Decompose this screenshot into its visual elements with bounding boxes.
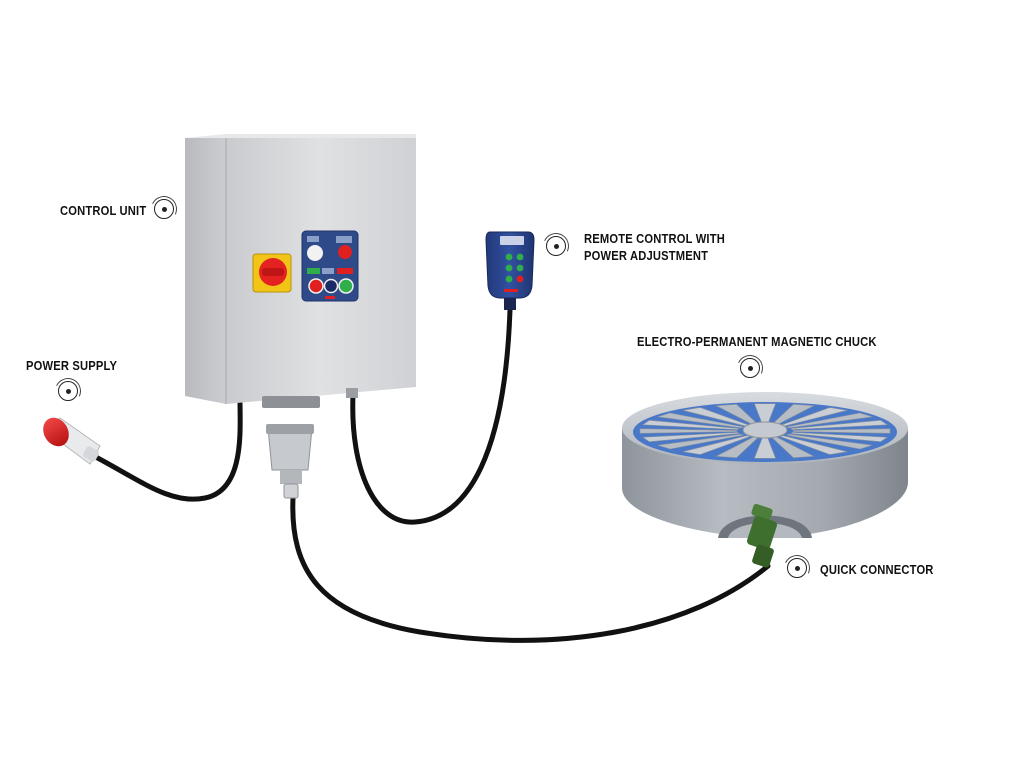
- chuck-pole-bar: [790, 419, 889, 430]
- chuck-pole-bar: [641, 419, 740, 430]
- magnetic-chuck-hotspot-icon[interactable]: [733, 351, 767, 385]
- chuck-pole-bar: [639, 428, 738, 434]
- remote-control-label-line2: POWER ADJUSTMENT: [584, 248, 709, 263]
- power-plug: [43, 417, 101, 465]
- remote-control-hotspot-icon[interactable]: [539, 229, 573, 263]
- chuck-pole-bar: [792, 428, 891, 434]
- remote-control-label: REMOTE CONTROL WITH POWER ADJUSTMENT: [584, 230, 725, 264]
- control-unit-hotspot-icon[interactable]: [147, 192, 181, 226]
- chuck-pole-bar: [786, 433, 873, 450]
- quick-connector-label: QUICK CONNECTOR: [820, 562, 934, 577]
- remote-control-label-line1: REMOTE CONTROL WITH: [584, 231, 725, 246]
- chuck-pole-bar: [657, 412, 744, 429]
- quick-connector: [746, 503, 778, 568]
- control-unit-label: CONTROL UNIT: [60, 203, 147, 218]
- remote-cable: [350, 307, 513, 525]
- quick-connector-hotspot-icon[interactable]: [780, 551, 814, 585]
- chuck-pole-bar: [657, 433, 744, 450]
- chuck-cable: [290, 495, 771, 643]
- remote-control: [485, 231, 535, 310]
- power-supply-label: POWER SUPPLY: [26, 358, 118, 373]
- control-unit: [185, 134, 416, 408]
- power-supply-hotspot-icon[interactable]: [51, 374, 85, 408]
- power-cable: [89, 397, 243, 502]
- magnetic-chuck: [622, 392, 908, 538]
- chuck-pole-bar: [779, 435, 848, 455]
- magnetic-chuck-label: ELECTRO-PERMANENT MAGNETIC CHUCK: [637, 334, 877, 349]
- chuck-pole-bar: [641, 432, 740, 443]
- chuck-pole-bar: [682, 435, 751, 455]
- chuck-pole-bar: [786, 412, 873, 429]
- heavy-duty-connector: [266, 424, 314, 499]
- chuck-pole-bar: [790, 432, 889, 443]
